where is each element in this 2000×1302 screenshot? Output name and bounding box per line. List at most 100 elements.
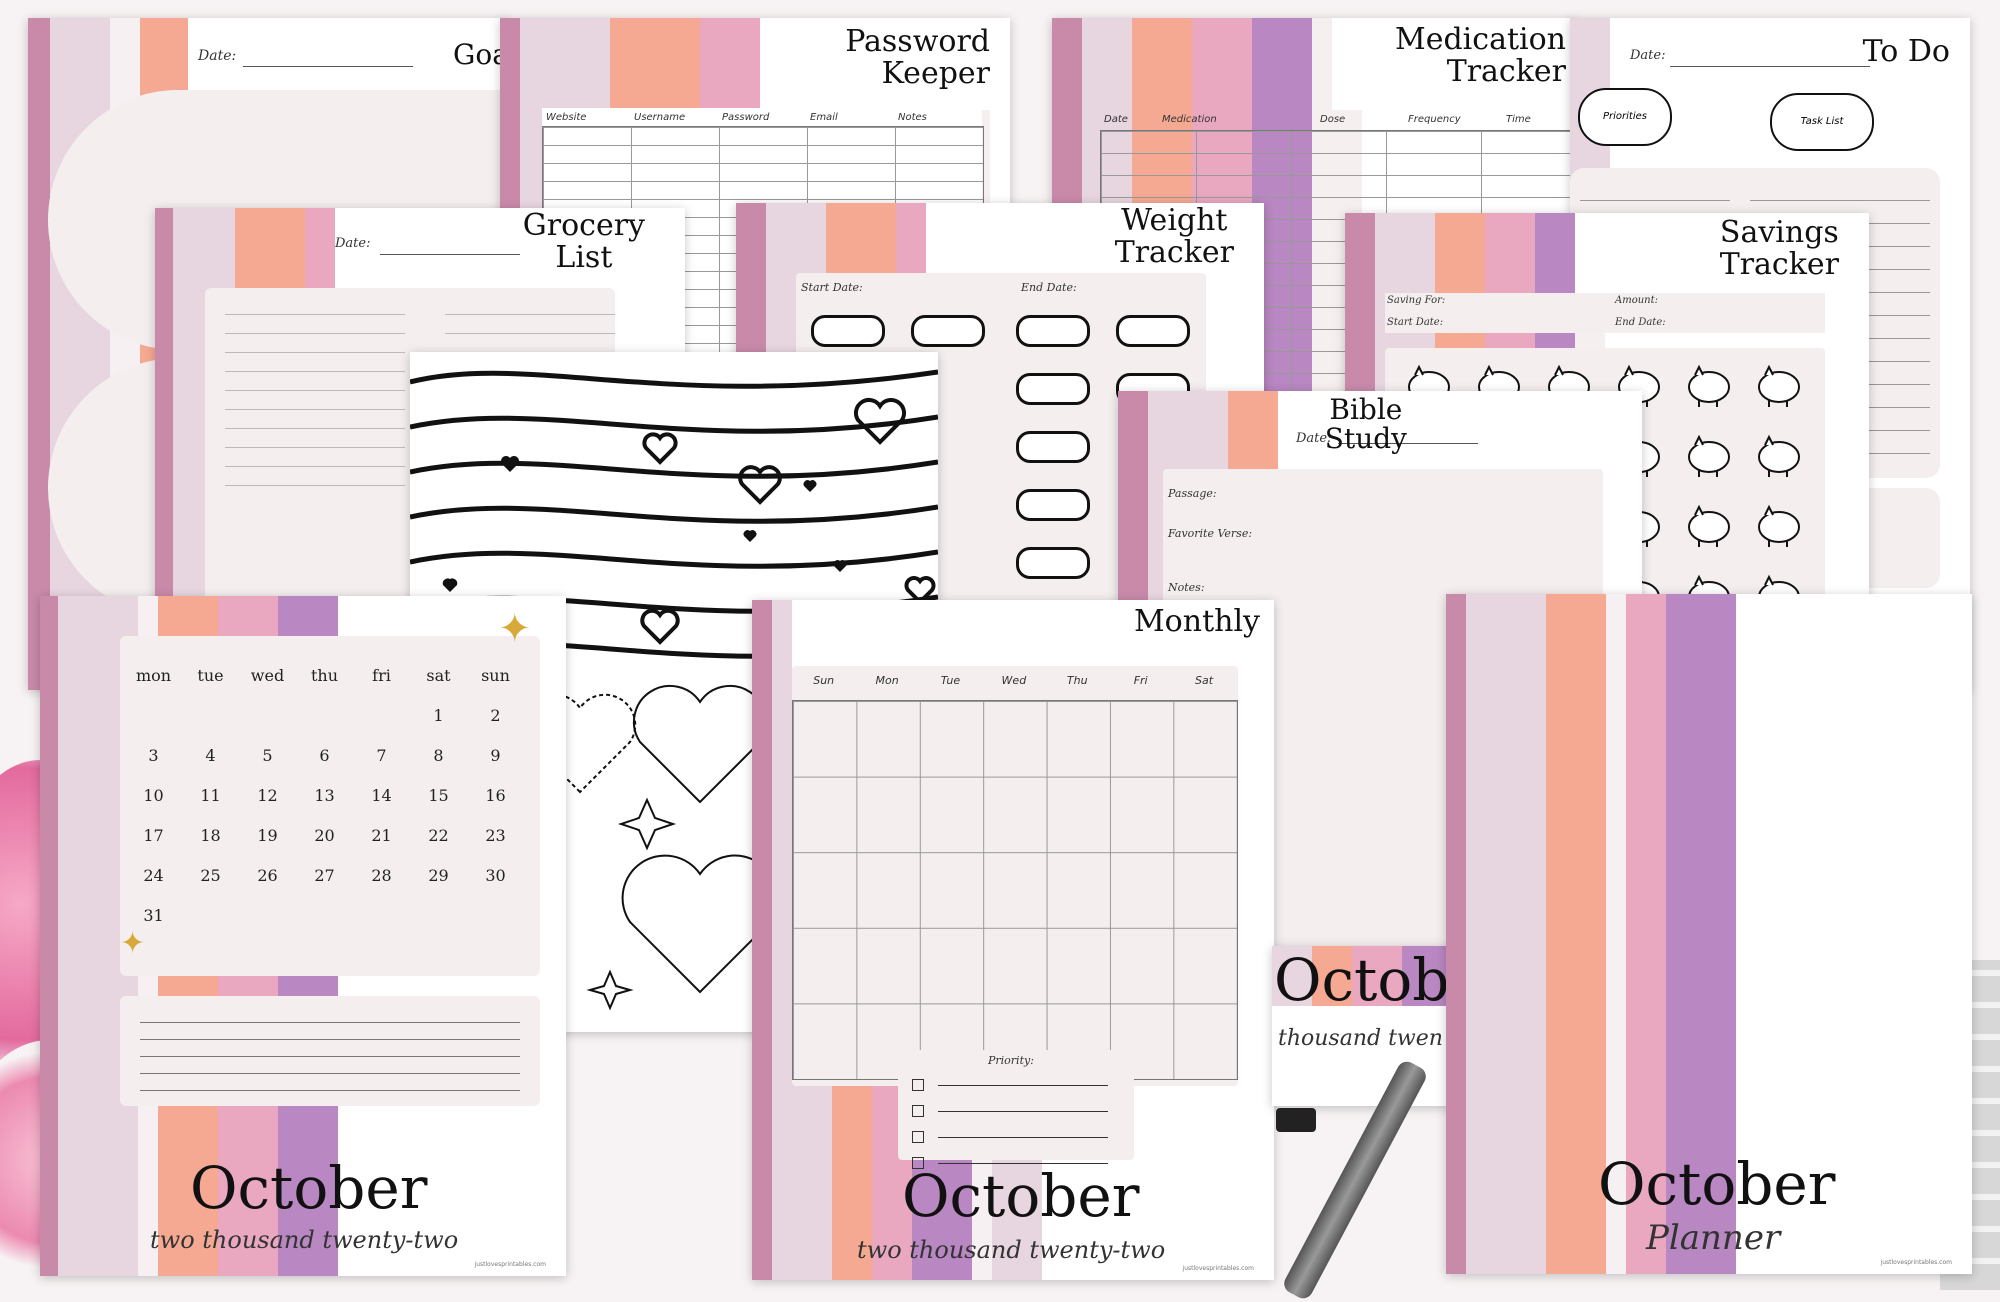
page-title: Monthly: [1133, 604, 1260, 639]
column-header: Website: [546, 112, 587, 123]
weight-box: [1016, 373, 1090, 405]
calendar-day: 30: [485, 866, 506, 885]
weekday-label: Sat: [1195, 674, 1214, 687]
month-title: October: [1598, 1150, 1836, 1218]
sparkle-icon: ✦: [498, 606, 532, 652]
weight-box: [811, 315, 885, 347]
piggy-bank-icon: [1758, 434, 1800, 477]
piggy-bank-icon: [1688, 504, 1730, 547]
saving-for-label: Saving For:: [1387, 295, 1446, 306]
calendar-day: 21: [371, 826, 392, 845]
weight-box: [1016, 431, 1090, 463]
date-label: Date:: [335, 236, 371, 251]
month-title: October: [902, 1162, 1140, 1230]
page-title-line2: Study: [1324, 422, 1407, 456]
weekday-label: Thu: [1066, 674, 1088, 687]
weekday-label: sun: [481, 666, 510, 685]
year-text: two thousand twenty-two: [857, 1236, 1166, 1264]
calendar-day: [467, 906, 524, 946]
weekday-label: thu: [310, 666, 339, 685]
calendar-day: 2: [490, 706, 501, 725]
pen-cap: [1276, 1108, 1316, 1132]
calendar-day: 31: [143, 906, 164, 925]
page-title-line1: Bible: [1329, 393, 1403, 426]
page-title-line2: Tracker: [1719, 246, 1839, 282]
weekday-label: mon: [135, 666, 172, 685]
calendar-day: 14: [371, 786, 392, 805]
page-title-line2: Tracker: [1446, 53, 1566, 89]
piggy-bank-icon: [1688, 364, 1730, 407]
weight-box: [1016, 547, 1090, 579]
task-list-cloud: Task List: [1770, 93, 1874, 151]
calendar-day: [182, 706, 239, 746]
weight-box: [1016, 489, 1090, 521]
weekday-label: Tue: [940, 674, 961, 687]
date-label: Date:: [1630, 48, 1666, 63]
start-date-label: Start Date:: [1387, 317, 1444, 328]
calendar-day: 4: [205, 746, 216, 765]
favorite-verse-label: Favorite Verse:: [1168, 527, 1253, 540]
weekday-label: Fri: [1133, 674, 1148, 687]
page-title: To Do: [1862, 34, 1950, 69]
calendar-day: [410, 906, 467, 946]
calendar-day: 11: [200, 786, 221, 805]
calendar-day: 17: [143, 826, 164, 845]
amount-label: Amount:: [1615, 295, 1658, 306]
end-date-label: End Date:: [1021, 281, 1077, 294]
calendar-day: 25: [200, 866, 221, 885]
calendar-day: 20: [314, 826, 335, 845]
priorities-cloud: Priorities: [1578, 88, 1672, 146]
weekday-label: tue: [197, 666, 224, 685]
month-title: Octob: [1274, 946, 1450, 1014]
checkbox[interactable]: [912, 1131, 924, 1143]
website-url: justlovesprintables.com: [1182, 1265, 1254, 1272]
piggy-bank-icon: [1688, 434, 1730, 477]
planner-cover-page: October Planner justlovesprintables.com: [1446, 594, 1972, 1274]
calendar-day: 13: [314, 786, 335, 805]
website-url: justlovesprintables.com: [1880, 1259, 1952, 1266]
weekday-label: sat: [426, 666, 451, 685]
page-title-line2: Keeper: [881, 55, 990, 91]
calendar-day: 1: [433, 706, 444, 725]
calendar-day: 23: [485, 826, 506, 845]
calendar-day: [353, 706, 410, 746]
calendar-day: [182, 906, 239, 946]
calendar-day: [239, 706, 296, 746]
column-header: Notes: [898, 112, 927, 123]
calendar-day: 28: [371, 866, 392, 885]
column-header: Dose: [1320, 114, 1346, 125]
calendar-day: 15: [428, 786, 449, 805]
weight-box: [1016, 315, 1090, 347]
page-title: Goa: [453, 38, 508, 71]
checkbox[interactable]: [912, 1105, 924, 1117]
calendar-day: 27: [314, 866, 335, 885]
calendar-day: 7: [376, 746, 387, 765]
page-title-line1: Password: [845, 24, 990, 59]
calendar-day: 6: [319, 746, 330, 765]
page-title-line1: Savings: [1719, 215, 1839, 250]
calendar-day: 9: [490, 746, 501, 765]
checkbox[interactable]: [912, 1157, 924, 1169]
calendar-day: 10: [143, 786, 164, 805]
checkbox[interactable]: [912, 1079, 924, 1091]
weekday-label: wed: [250, 666, 285, 685]
calendar-day: 26: [257, 866, 278, 885]
piggy-bank-icon: [1758, 504, 1800, 547]
column-header: Date: [1104, 114, 1128, 125]
page-title-line2: Tracker: [1114, 234, 1234, 270]
column-header: Time: [1506, 114, 1531, 125]
weekday-label: Sun: [813, 674, 835, 687]
calendar-day: 24: [143, 866, 164, 885]
calendar-day: [296, 906, 353, 946]
column-header: Password: [722, 112, 770, 123]
page-title-line1: Medication: [1395, 22, 1566, 57]
column-header: Email: [810, 112, 838, 123]
calendar-day: 3: [148, 746, 159, 765]
calendar-day: 5: [262, 746, 273, 765]
year-text: thousand twen: [1278, 1026, 1443, 1051]
column-header: Medication: [1162, 114, 1217, 125]
small-cover-page: Octob thousand twen: [1272, 946, 1452, 1106]
